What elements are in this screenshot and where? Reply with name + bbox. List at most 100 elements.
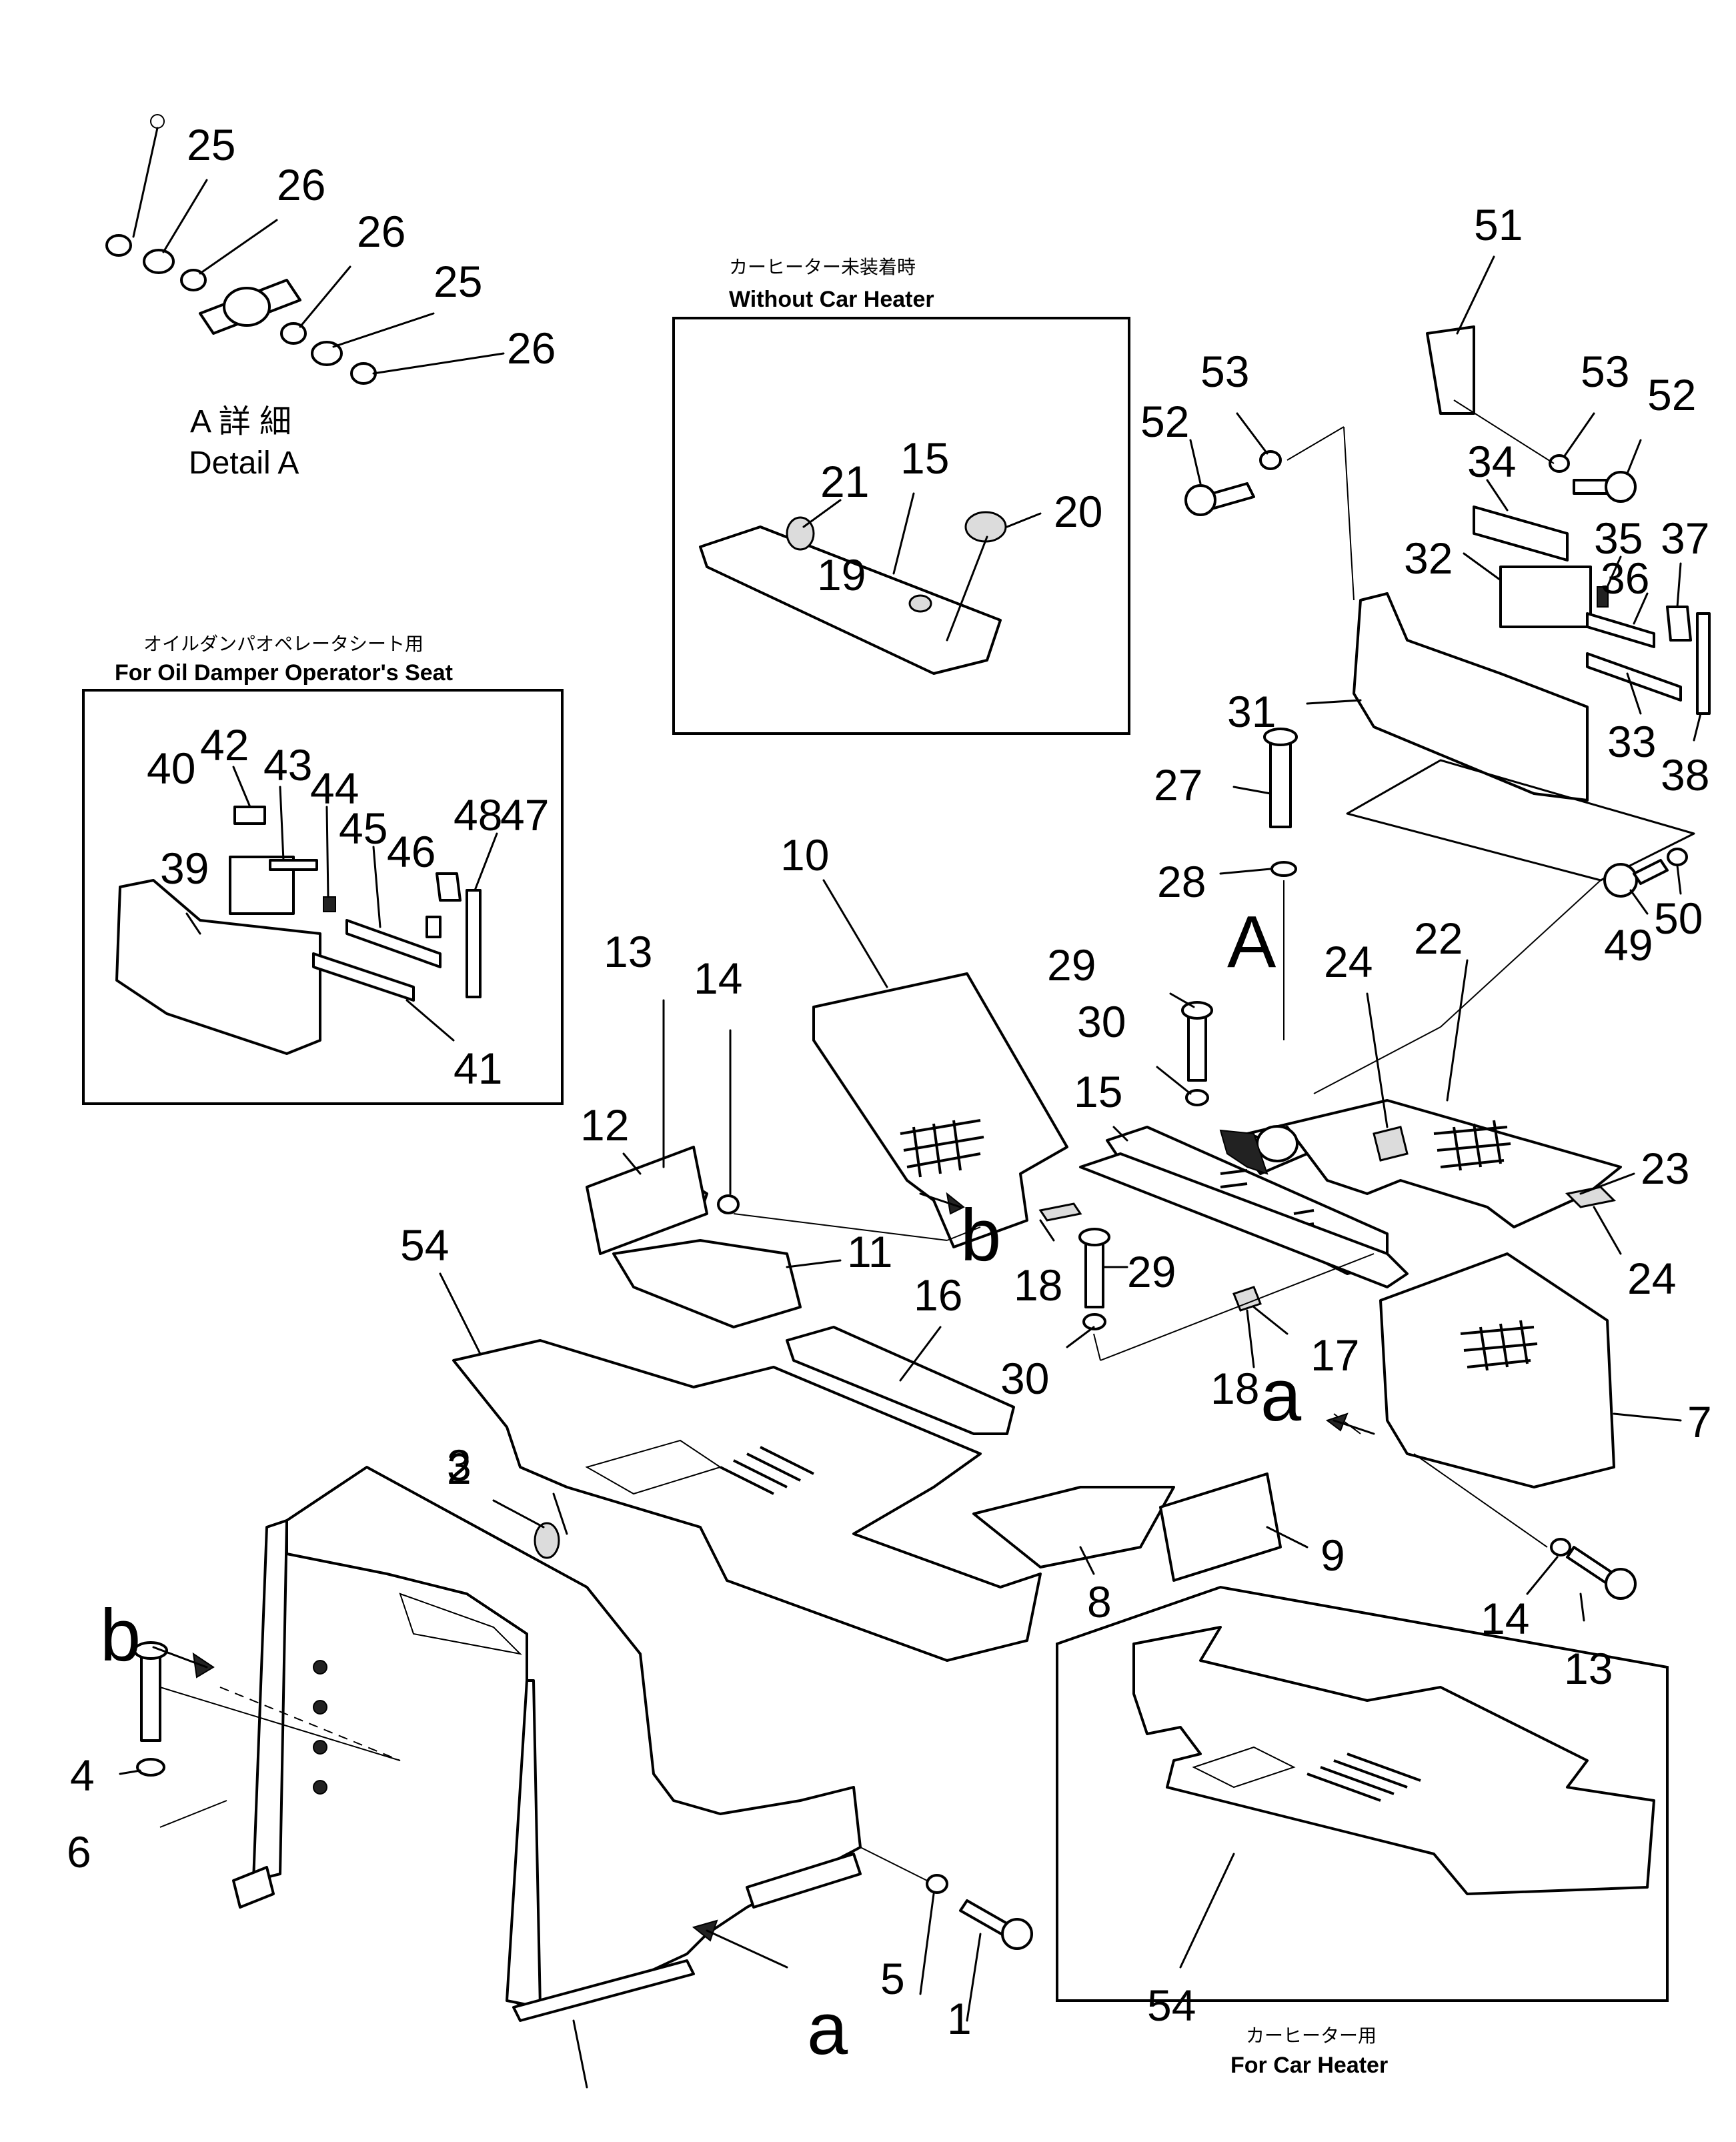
part-label: 11 [847,1227,893,1276]
guide-line [1093,1333,1101,1361]
part-label: 12 [580,1100,629,1150]
guide-line [733,1213,948,1241]
view-marker-b-left-label: b [100,1594,141,1677]
cover-12 [586,1146,708,1255]
seat-outline [1346,759,1695,882]
plate-8 [972,1486,1175,1568]
leader-line [1039,1219,1055,1242]
heater-mat-marks [1307,1753,1421,1802]
leader-line [162,179,208,253]
leader-line [1266,1526,1309,1548]
leader-line [1693,712,1702,742]
leader-line [1232,786,1272,795]
part-label: 35 [1594,513,1643,563]
cover-7 [1379,1252,1615,1488]
leader-line [325,806,329,898]
hinge-barrel [223,287,271,327]
part-label: 3 [447,1440,472,1490]
washer-53-right [1549,454,1570,473]
mat-54-heater [1132,1626,1655,1895]
leader-line [1463,552,1502,582]
leader-line [185,912,201,935]
frame-hole [313,1700,327,1715]
part-label: 33 [1607,717,1656,766]
washer-4 [136,1758,165,1777]
part-label: 27 [1154,760,1202,810]
strip-41 [312,952,415,1002]
arrow-b-left-dashed [219,1687,401,1761]
leader-line [299,265,351,328]
without-car-heater-group: カーヒーター未装着時 Without Car Heater 21 15 20 1… [672,256,1130,735]
leader-line [1606,556,1622,588]
clip-44 [323,896,336,912]
part-label: 20 [1054,487,1102,536]
plug-2 [534,1522,560,1559]
leader-line [1626,672,1642,715]
leader-line [822,879,888,988]
part-label: 24 [1627,1254,1676,1303]
car-heater-title-en: For Car Heater [1230,2053,1388,2078]
leader-line [372,352,505,375]
part-label: 40 [147,744,195,793]
view-marker-a-bottom-label: a [807,1988,848,2070]
part-label: 41 [454,1044,502,1093]
floor-plate-15 [699,525,1002,675]
guide-line [1453,399,1555,464]
leader-line [572,2019,588,2089]
frame-leg-left [252,1519,288,1882]
part-label: 28 [1157,857,1206,906]
detail-a-title-en: Detail A [189,445,299,481]
frame-hole [313,1780,327,1795]
part-label: 24 [1324,937,1373,986]
leader-line [1579,1172,1635,1195]
washer-26 [180,269,207,291]
part-label: 18 [1014,1260,1062,1310]
leader-line [1593,1206,1622,1255]
frame-hole [313,1660,327,1675]
part-label: 49 [1604,920,1653,970]
bracket-31 [1353,592,1589,802]
vent-grille [900,1119,984,1178]
leader-line [1156,1066,1192,1095]
strip-33 [1586,652,1682,702]
bolt-27 [1269,739,1292,828]
plate-23-line [1079,1152,1409,1288]
part-label: 46 [387,827,436,876]
frame-foot-left [232,1866,275,1909]
strip-38 [1696,612,1711,715]
without-car-heater-box [672,317,1130,735]
without-car-heater-title-en: Without Car Heater [729,287,934,312]
part-label: 15 [1074,1067,1122,1116]
part-label: 6 [67,1827,91,1877]
guide-line [1413,1453,1548,1548]
leader-line [1169,992,1195,1008]
bolt-5-head [1001,1918,1033,1950]
washer-26c [350,362,377,385]
leader-line [1189,439,1202,485]
part-label: 9 [1321,1530,1345,1580]
leader-line [492,1499,545,1528]
washer-30 [1185,1089,1209,1106]
frame-1-assembly: 3 4 6 5 1 [67,1440,1033,2089]
part-label: 1 [947,1994,972,2043]
bolt-52-left-head [1184,484,1216,516]
part-label: 26 [277,160,325,209]
arrow-b-shaft [919,1192,962,1208]
frame-leg-right [506,1679,542,2009]
oil-damper-seat-box [82,689,564,1105]
plate-15-marks [1220,1169,1315,1228]
guide-line [946,1226,981,1241]
bolt-29b-head [1078,1228,1110,1246]
part-label: 13 [604,927,652,976]
plate-32 [1499,566,1592,628]
part-label: 42 [200,720,249,770]
part-label: 26 [507,323,556,373]
leader-line [1633,592,1649,625]
washer-25 [105,234,132,257]
strip-47 [466,889,482,998]
part-label: 19 [817,550,866,600]
strip-43 [269,859,318,871]
leader-line [405,999,455,1042]
leader-line [1079,1546,1095,1575]
part-label: 26 [357,207,405,256]
